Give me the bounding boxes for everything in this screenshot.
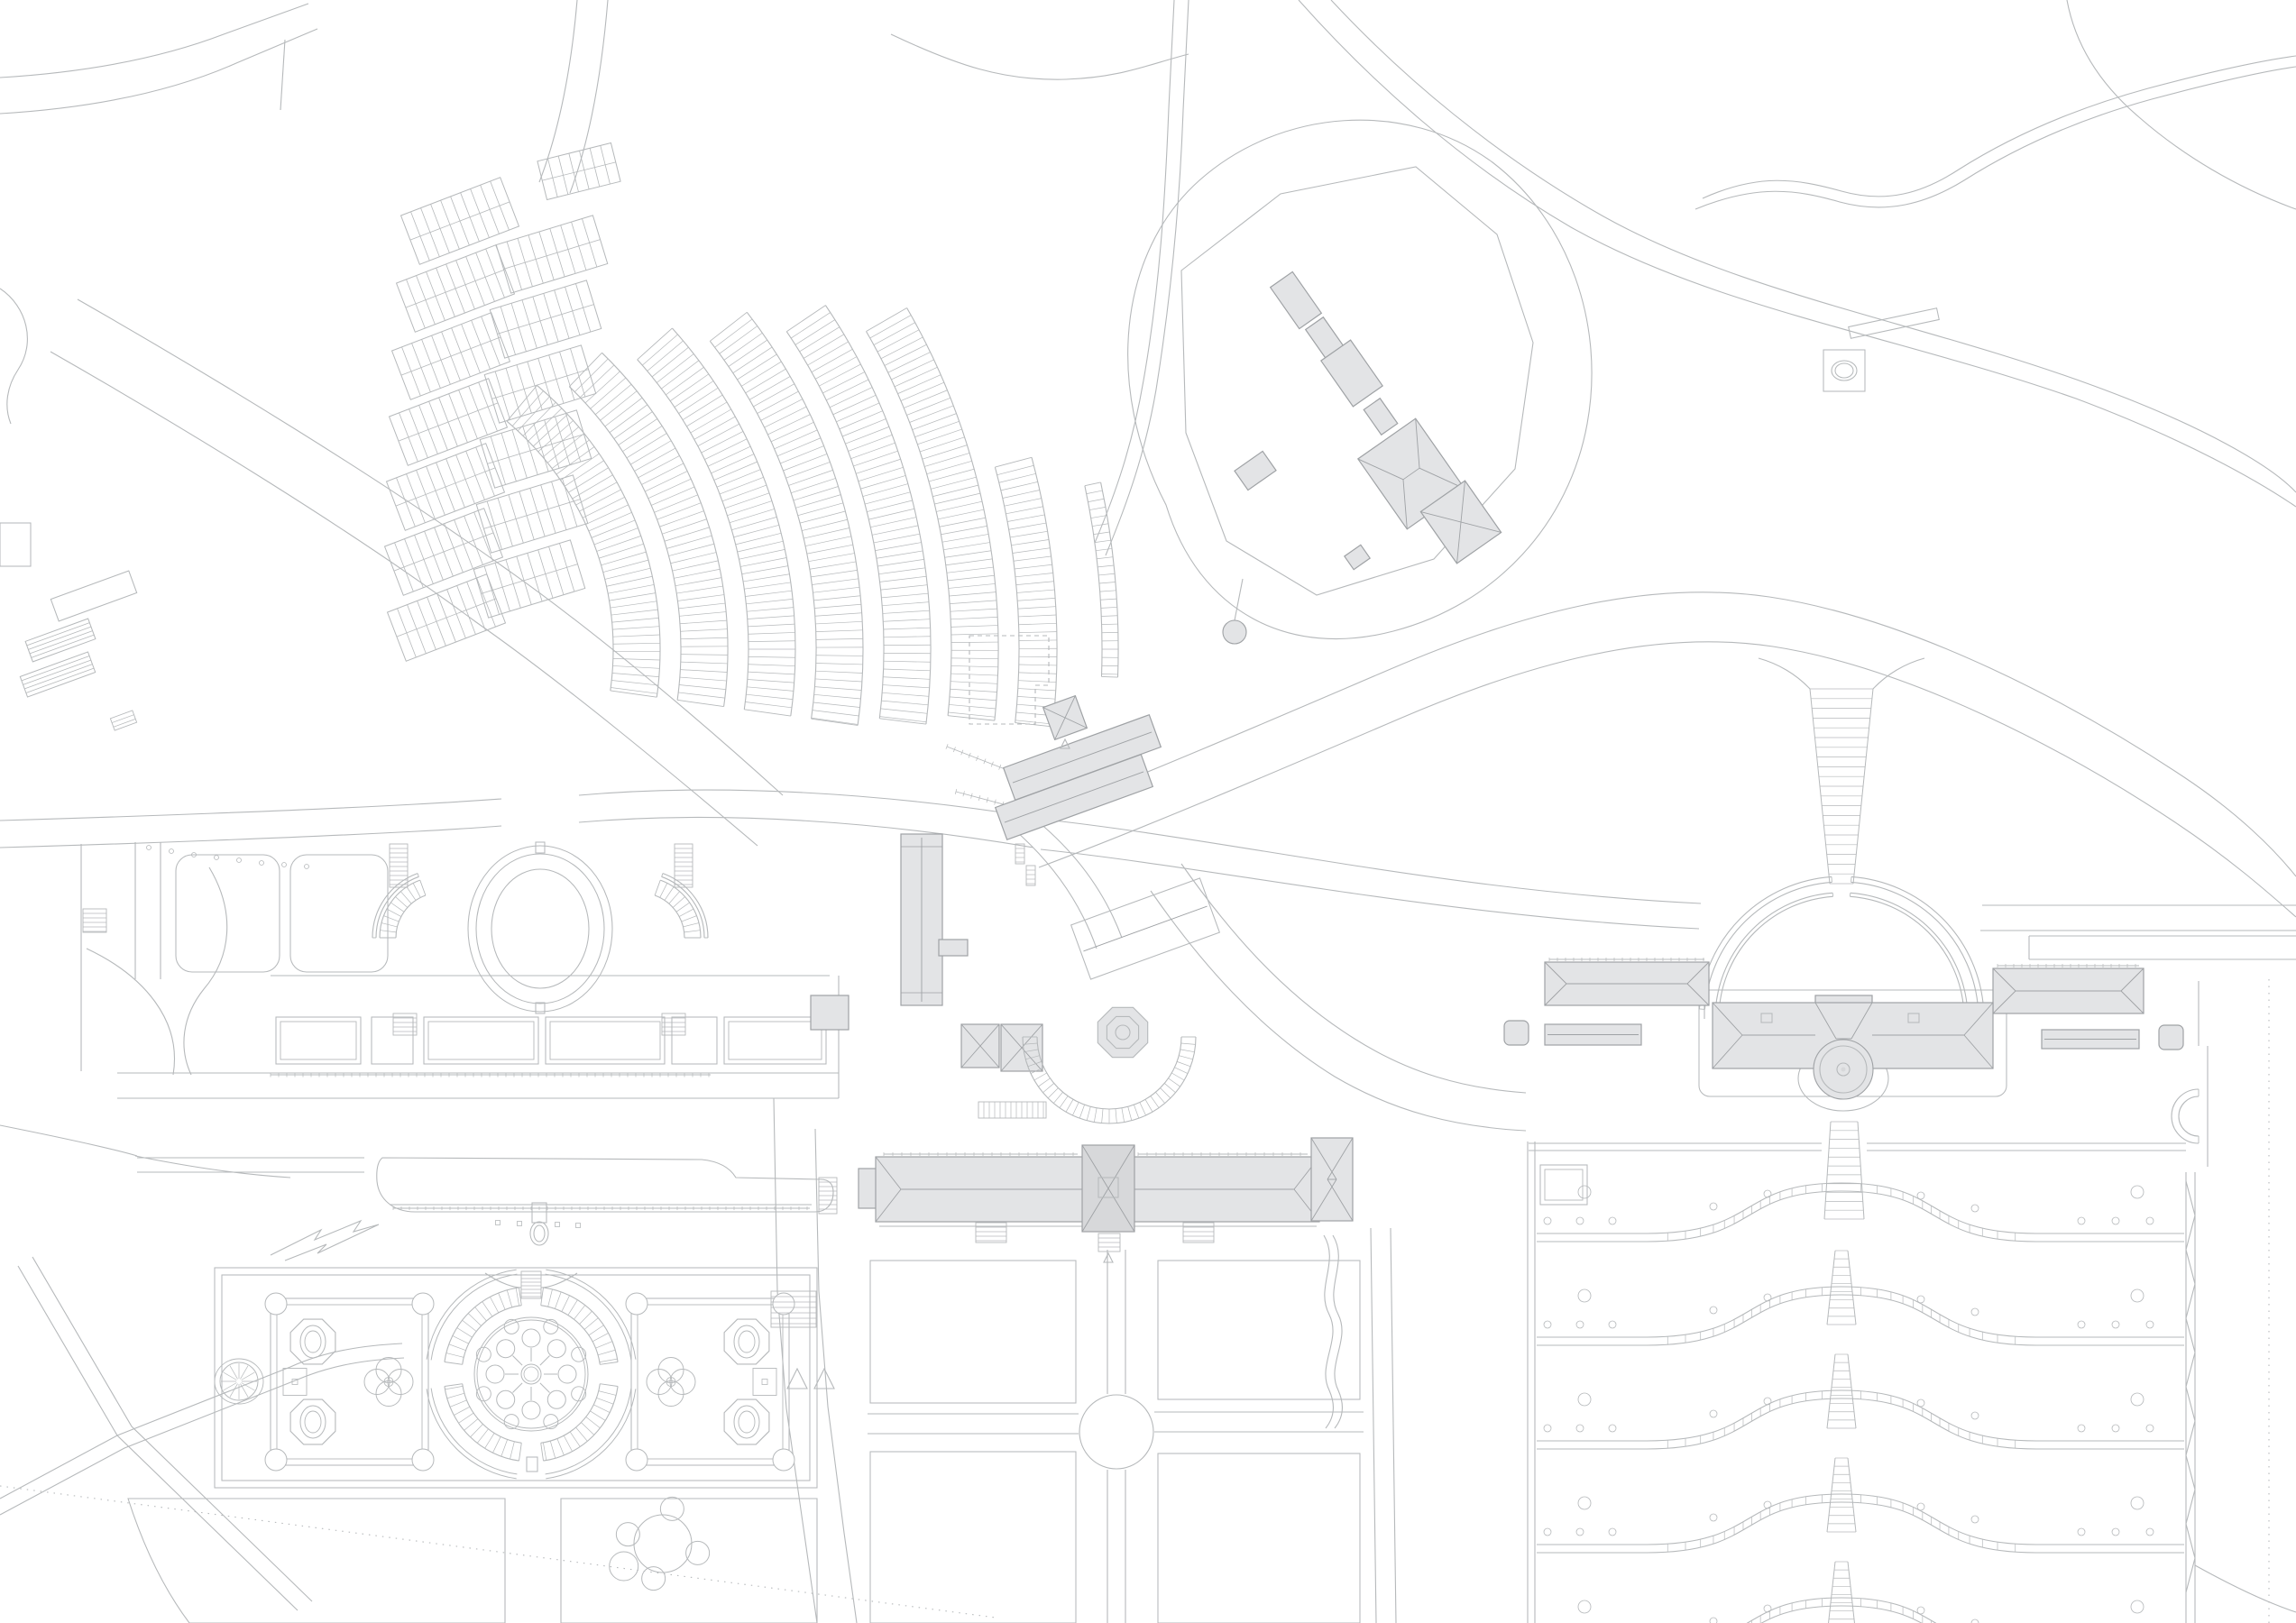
palace-complex: [1503, 349, 2200, 1220]
mill-and-central-buildings: [810, 635, 1221, 1124]
hill-estate-complex: [1127, 119, 1940, 645]
parterre-rosette-garden: [127, 1219, 818, 1623]
long-outbuilding-south: [858, 1137, 1354, 1263]
vineyard-terraces: [1537, 1182, 2184, 1623]
greenhouse-yard: [0, 522, 309, 869]
pleasure-garden-west: [82, 841, 827, 1077]
parking-fan: [383, 142, 1119, 728]
long-water-basin: [376, 1157, 838, 1246]
garden-plots-south: [770, 1234, 1361, 1623]
